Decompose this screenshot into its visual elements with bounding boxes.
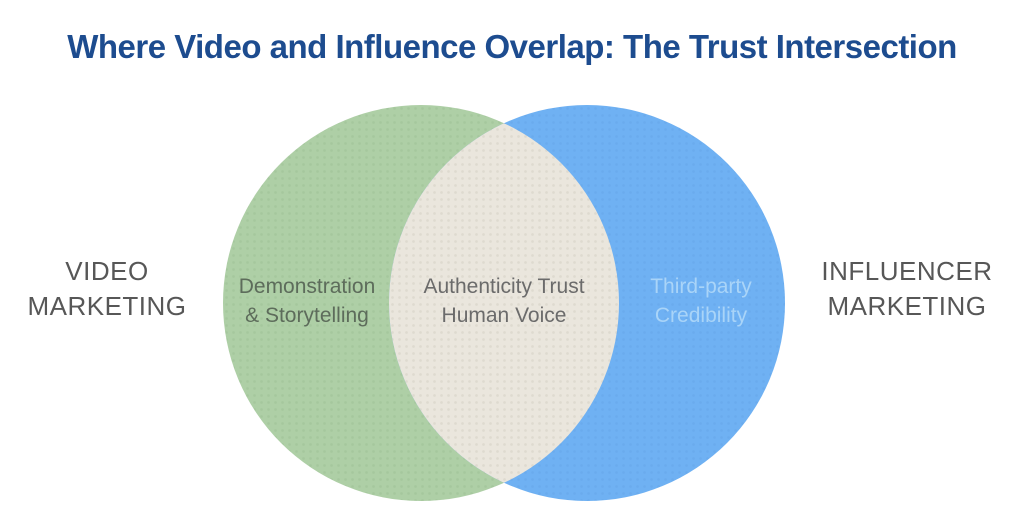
overlap-region-label-line1: Authenticity Trust <box>423 275 585 298</box>
video-region-label-line1: Demonstration <box>238 275 376 298</box>
video-marketing-label-line2: MARKETING <box>27 291 187 321</box>
overlap-region-label: Authenticity Trust Human Voice <box>423 272 584 330</box>
video-marketing-label-line1: VIDEO <box>65 256 149 286</box>
page-title: Where Video and Influence Overlap: The T… <box>67 28 957 65</box>
influencer-marketing-label: INFLUENCER MARKETING <box>821 254 992 324</box>
influencer-marketing-label-line1: INFLUENCER <box>821 256 993 286</box>
video-marketing-label: VIDEO MARKETING <box>27 254 186 324</box>
overlap-region-label-line2: Human Voice <box>441 304 567 327</box>
video-region-label: Demonstration & Storytelling <box>239 272 376 330</box>
influencer-marketing-label-line2: MARKETING <box>827 291 987 321</box>
influencer-region-label-line2: Credibility <box>654 304 748 327</box>
influencer-region-label: Third-party Credibility <box>650 272 752 330</box>
video-region-label-line2: & Storytelling <box>245 304 369 327</box>
influencer-region-label-line1: Third-party <box>650 275 752 298</box>
